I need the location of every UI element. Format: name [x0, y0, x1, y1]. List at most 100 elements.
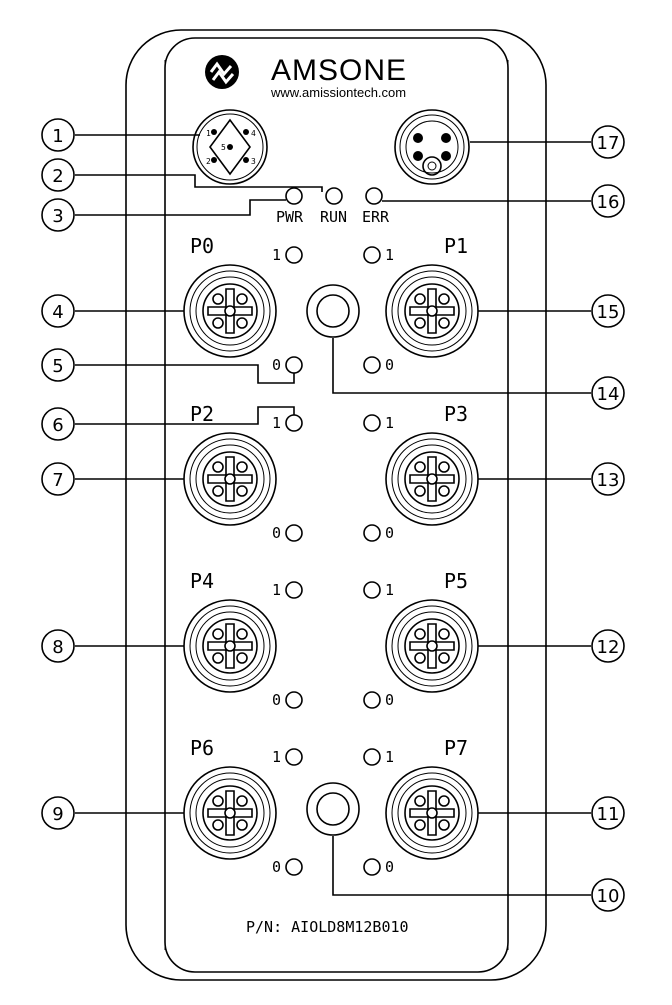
pin-label: 4 [251, 129, 256, 138]
led-1-label: 1 [385, 246, 394, 264]
led-0-icon [363, 356, 381, 374]
mounting-hole-top [306, 284, 360, 338]
m12-port-connector[interactable] [183, 599, 277, 693]
callout-number: 17 [597, 133, 620, 154]
callout-number: 9 [52, 804, 63, 825]
mounting-hole-bottom [306, 782, 360, 836]
led-0-icon [363, 858, 381, 876]
callout-number: 1 [52, 126, 63, 147]
callout-8: 8 [41, 629, 184, 663]
led-0-label: 0 [385, 858, 394, 876]
housing-outer [125, 29, 547, 981]
callout-16: 16 [382, 184, 625, 218]
status-led-group: PWR RUN ERR [276, 187, 390, 226]
led-1-label: 1 [385, 748, 394, 766]
led-0-icon [285, 858, 303, 876]
callout-15: 15 [478, 294, 625, 328]
led-1-label: 1 [385, 414, 394, 432]
m12-port-connector[interactable] [385, 432, 479, 526]
led-0-label: 0 [272, 356, 281, 374]
port-p7-group: P7 1 0 [363, 736, 479, 876]
port-label: P3 [444, 402, 468, 426]
led-0-icon [285, 356, 303, 374]
housing-inner [164, 37, 509, 973]
err-led [365, 187, 383, 205]
led-1-label: 1 [272, 748, 281, 766]
led-1-label: 1 [385, 581, 394, 599]
callout-number: 3 [52, 206, 63, 227]
port-label: P5 [444, 569, 468, 593]
port-label: P1 [444, 234, 468, 258]
port-label: P0 [190, 234, 214, 258]
port-p3-group: P3 1 0 [363, 402, 479, 542]
callout-number: 4 [52, 302, 63, 323]
led-1-icon [285, 581, 303, 599]
run-label: RUN [320, 208, 347, 226]
pwr-led [285, 187, 303, 205]
port-p4-group: P4 1 0 [183, 569, 303, 709]
led-0-label: 0 [385, 356, 394, 374]
port-label: P7 [444, 736, 468, 760]
m12-port-connector[interactable] [183, 766, 277, 860]
callout-11: 11 [478, 796, 625, 830]
brand-logo-icon [205, 55, 239, 89]
callout-6: 6 [41, 406, 295, 441]
led-0-icon [363, 691, 381, 709]
callout-number: 5 [52, 356, 63, 377]
led-1-label: 1 [272, 246, 281, 264]
led-0-label: 0 [272, 524, 281, 542]
port-p6-group: P6 1 0 [183, 736, 303, 876]
callout-2: 2 [41, 158, 323, 192]
callout-number: 10 [597, 886, 620, 907]
port-p5-group: P5 1 0 [363, 569, 479, 709]
part-number: P/N: AIOLD8M12B010 [246, 918, 409, 936]
pwr-label: PWR [276, 208, 304, 226]
brand-url: www.amissiontech.com [270, 85, 406, 100]
callout-4: 4 [41, 294, 184, 328]
port-label: P4 [190, 569, 214, 593]
callout-number: 11 [597, 804, 620, 825]
led-0-icon [363, 524, 381, 542]
callout-12: 12 [478, 629, 625, 663]
port-p1-group: P1 1 0 [363, 234, 479, 374]
led-0-icon [285, 691, 303, 709]
led-0-label: 0 [385, 524, 394, 542]
pin-label: 5 [221, 143, 226, 152]
pin-label: 3 [251, 157, 256, 166]
callout-number: 13 [597, 470, 620, 491]
callout-17: 17 [470, 125, 625, 159]
callout-number: 7 [52, 470, 63, 491]
err-label: ERR [362, 208, 390, 226]
pin-label: 2 [206, 157, 211, 166]
m12-port-connector[interactable] [385, 766, 479, 860]
callout-number: 2 [52, 166, 63, 187]
callout-7: 7 [41, 462, 184, 496]
led-1-icon [285, 748, 303, 766]
callout-number: 6 [52, 415, 63, 436]
port-label: P6 [190, 736, 214, 760]
led-0-icon [285, 524, 303, 542]
led-0-label: 0 [272, 691, 281, 709]
power-out-connector [394, 109, 470, 185]
power-in-connector: 1 2 3 4 5 [192, 109, 268, 185]
callout-number: 16 [597, 192, 620, 213]
callout-10: 10 [332, 836, 625, 912]
port-label: P2 [190, 402, 214, 426]
m12-port-connector[interactable] [385, 264, 479, 358]
callout-number: 12 [597, 637, 620, 658]
m12-port-connector[interactable] [385, 599, 479, 693]
led-0-label: 0 [385, 691, 394, 709]
run-led [325, 187, 343, 205]
callout-13: 13 [478, 462, 625, 496]
m12-port-connector[interactable] [183, 432, 277, 526]
callout-number: 14 [597, 384, 620, 405]
led-1-label: 1 [272, 581, 281, 599]
led-1-icon [285, 414, 303, 432]
led-0-label: 0 [272, 858, 281, 876]
m12-port-connector[interactable] [183, 264, 277, 358]
led-1-icon [363, 414, 381, 432]
led-1-icon [363, 246, 381, 264]
